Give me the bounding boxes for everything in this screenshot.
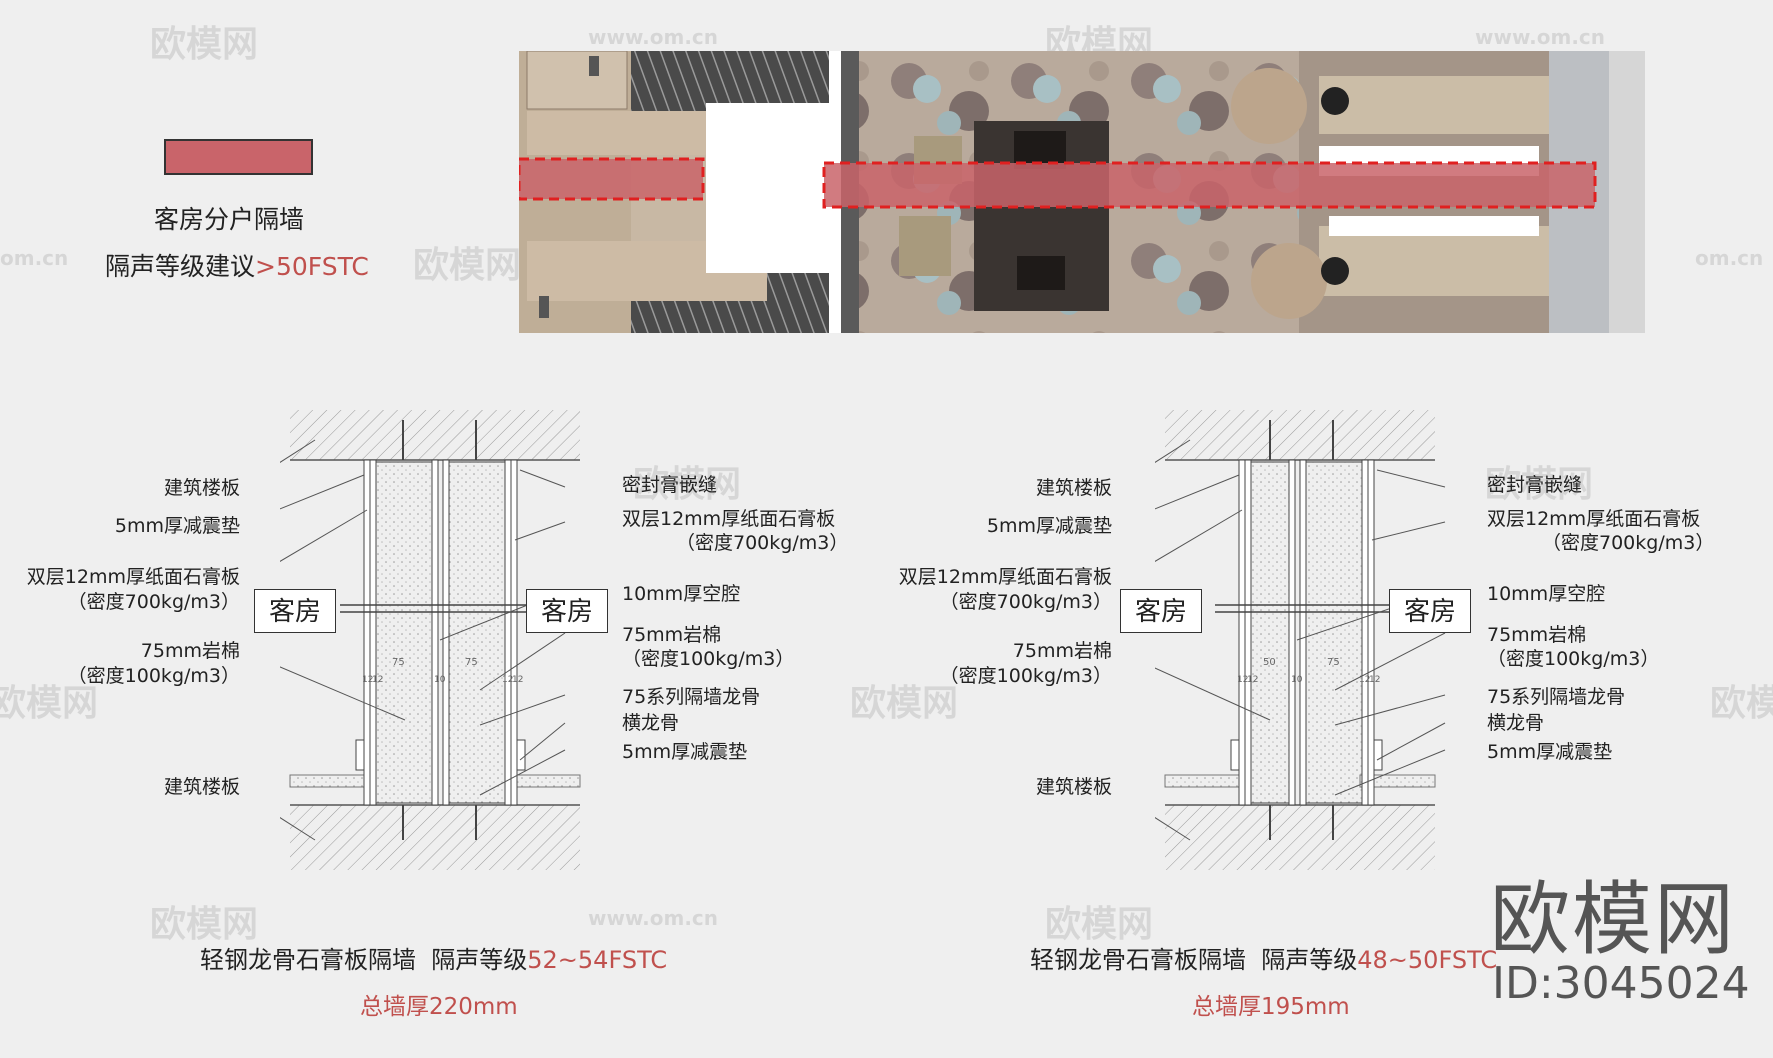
room-label: 客房: [1389, 589, 1471, 633]
label-gypsum-board: 双层12mm厚纸面石膏板: [622, 508, 836, 530]
label-rock-wool-density: （密度100kg/m3）: [1487, 648, 1660, 670]
label-gypsum-density: （密度700kg/m3）: [1542, 532, 1715, 554]
watermark-logo: 欧模网: [1045, 904, 1154, 945]
legend-title: 客房分户隔墙: [154, 205, 305, 234]
dim-text: 10: [434, 675, 446, 685]
dim-text: 12: [1237, 675, 1248, 685]
label-damping-pad: 5mm厚减震垫: [986, 515, 1112, 537]
dim-text: 75: [1327, 657, 1340, 668]
label-stud: 75系列隔墙龙骨: [1487, 686, 1626, 708]
label-gypsum-board: 双层12mm厚纸面石膏板: [1487, 508, 1701, 530]
watermark-url: om.cn: [1695, 246, 1764, 270]
label-track: 横龙骨: [1487, 712, 1545, 734]
label-rock-wool: 75mm岩棉: [1487, 624, 1587, 646]
label-gypsum-board: 双层12mm厚纸面石膏板: [898, 566, 1112, 588]
watermark-logo: 欧模网: [1710, 683, 1773, 724]
watermark-url: om.cn: [0, 246, 69, 270]
label-sealant: 密封膏嵌缝: [622, 474, 718, 496]
label-air-cavity: 10mm厚空腔: [622, 583, 741, 605]
floor-plan-image: [519, 51, 1645, 333]
label-floor-slab: 建筑楼板: [163, 776, 240, 798]
label-gypsum-density: （密度700kg/m3）: [67, 591, 240, 613]
label-gypsum-board: 双层12mm厚纸面石膏板: [26, 566, 240, 588]
dim-text: 75: [392, 657, 405, 668]
label-damping-pad: 5mm厚减震垫: [1487, 741, 1613, 763]
room-label: 客房: [526, 589, 608, 633]
label-track: 横龙骨: [622, 712, 680, 734]
room-label: 客房: [1120, 589, 1202, 633]
caption-text: 轻钢龙骨石膏板隔墙 隔声等级: [200, 946, 528, 974]
dim-text: 12: [502, 675, 513, 685]
caption-value: 52~54FSTC: [527, 946, 668, 974]
label-damping-pad: 5mm厚减震垫: [622, 741, 748, 763]
label-gypsum-density: （密度700kg/m3）: [676, 532, 849, 554]
thickness-right: 总墙厚195mm: [1192, 994, 1350, 1020]
label-sealant: 密封膏嵌缝: [1487, 474, 1583, 496]
label-gypsum-density: （密度700kg/m3）: [939, 591, 1112, 613]
watermark-logo: 欧模网: [150, 24, 259, 65]
dim-text: 12: [1247, 675, 1258, 685]
dim-text: 50: [1263, 657, 1276, 668]
label-rock-wool: 75mm岩棉: [622, 624, 722, 646]
dim-text: 10: [1291, 675, 1303, 685]
label-floor-slab: 建筑楼板: [1035, 477, 1112, 499]
dim-text: 12: [512, 675, 523, 685]
label-rock-wool: 75mm岩棉: [140, 640, 240, 662]
leader-lines: [280, 439, 566, 841]
label-floor-slab: 建筑楼板: [163, 477, 240, 499]
brand-logo-text: 欧模网: [1490, 873, 1736, 966]
dim-text: 12: [362, 675, 373, 685]
watermark-logo: 欧模网: [413, 245, 522, 286]
caption-text: 轻钢龙骨石膏板隔墙 隔声等级: [1030, 946, 1358, 974]
caption-value: 48~50FSTC: [1357, 946, 1498, 974]
legend-advice-label: 隔声等级建议: [105, 252, 256, 281]
watermark-url: www.om.cn: [588, 906, 719, 930]
label-rock-wool-density: （密度100kg/m3）: [67, 665, 240, 687]
wall-section-left: 75 75 12 12 10 12 12: [280, 410, 581, 870]
dim-text: 12: [372, 675, 383, 685]
floor-plan-drawing: [519, 51, 1645, 333]
label-rock-wool-density: （密度100kg/m3）: [622, 648, 795, 670]
caption-right: 轻钢龙骨石膏板隔墙 隔声等级48~50FSTC: [1030, 940, 1497, 975]
legend-swatch: [164, 139, 313, 175]
room-label: 客房: [254, 589, 336, 633]
label-stud: 75系列隔墙龙骨: [622, 686, 761, 708]
legend-advice-value: >50FSTC: [255, 252, 369, 281]
dim-text: 12: [1359, 675, 1370, 685]
dim-text: 75: [465, 657, 478, 668]
label-air-cavity: 10mm厚空腔: [1487, 583, 1606, 605]
watermark-logo: 欧模网: [0, 683, 99, 724]
label-floor-slab: 建筑楼板: [1035, 776, 1112, 798]
legend-advice: 隔声等级建议>50FSTC: [105, 247, 369, 283]
caption-left: 轻钢龙骨石膏板隔墙 隔声等级52~54FSTC: [200, 940, 667, 975]
thickness-left: 总墙厚220mm: [360, 994, 518, 1020]
label-rock-wool: 75mm岩棉: [1012, 640, 1112, 662]
watermark-logo: 欧模网: [1485, 464, 1594, 505]
watermark-logo: 欧模网: [850, 683, 959, 724]
label-damping-pad: 5mm厚减震垫: [114, 515, 240, 537]
watermark-url: www.om.cn: [588, 25, 719, 49]
watermark-logo: 欧模网: [150, 904, 259, 945]
wall-section-right: 50 75 12 12 10 12 12: [1155, 410, 1446, 870]
watermark-url: www.om.cn: [1475, 25, 1606, 49]
brand-id: ID:3045024: [1492, 958, 1750, 1009]
leader-lines: [1155, 439, 1446, 841]
dim-text: 12: [1369, 675, 1380, 685]
label-rock-wool-density: （密度100kg/m3）: [939, 665, 1112, 687]
watermark-logo: 欧模网: [633, 464, 742, 505]
